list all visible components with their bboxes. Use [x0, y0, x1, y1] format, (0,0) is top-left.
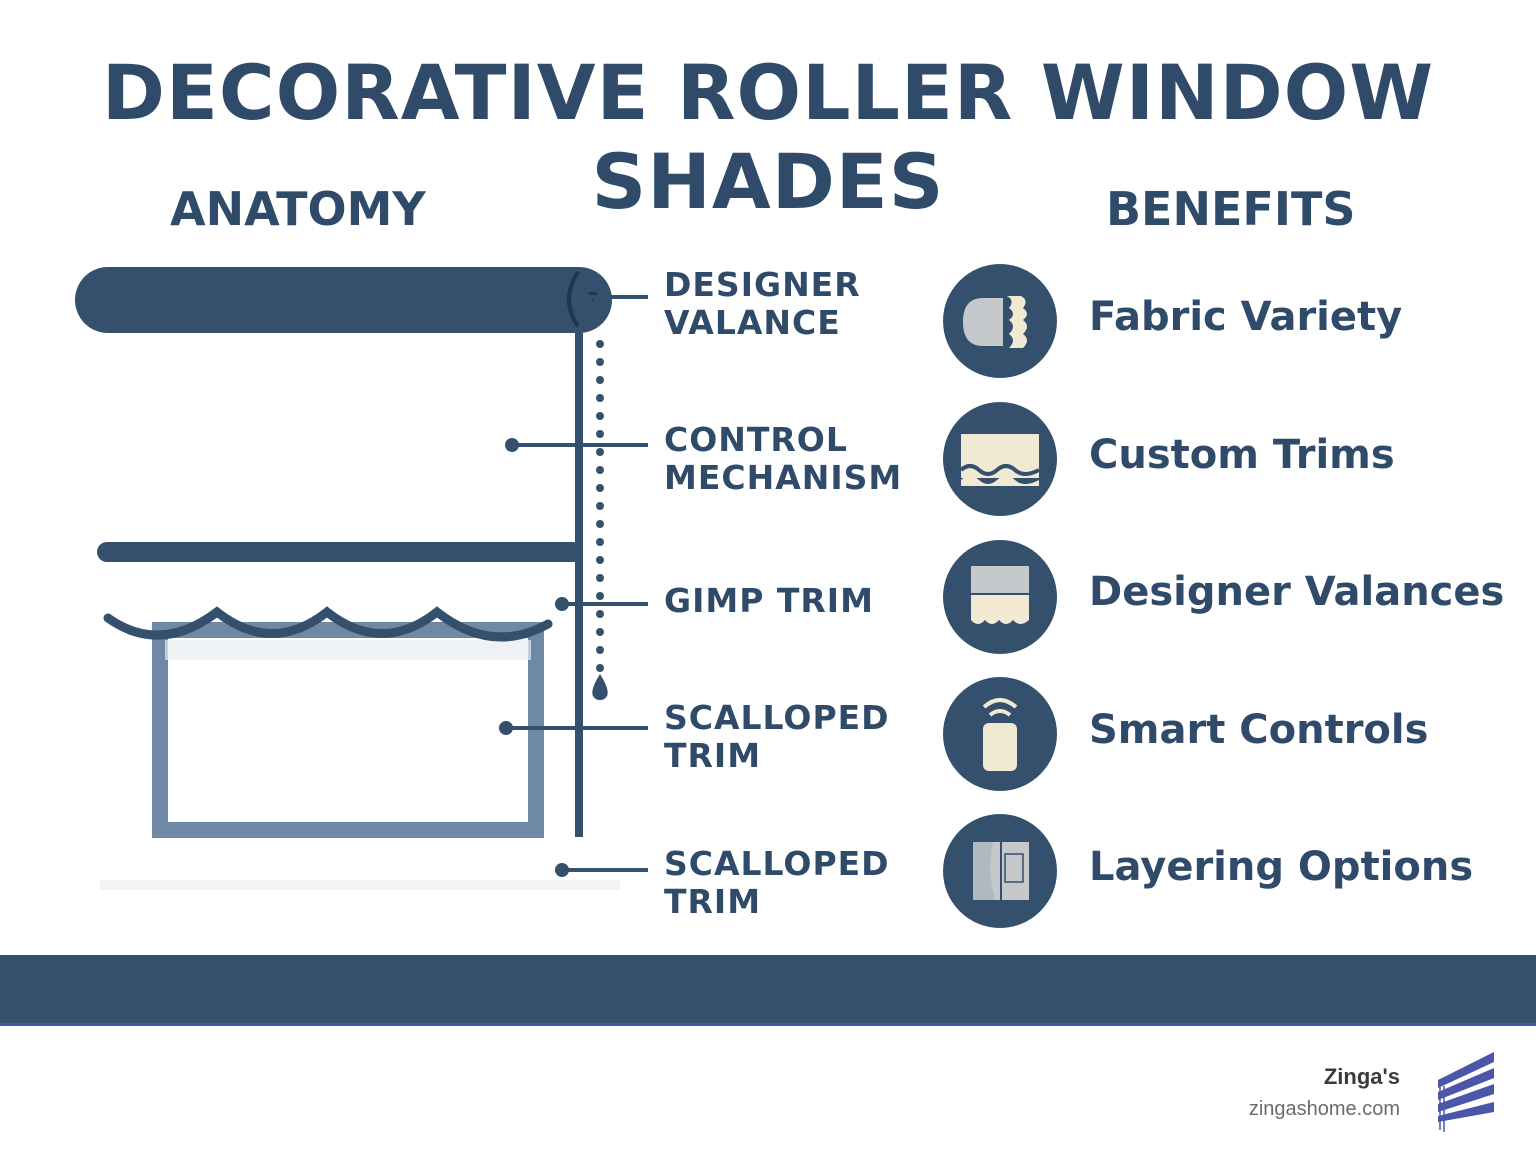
blinds-logo-icon [1438, 1052, 1494, 1132]
label-designer-valance: DESIGNER VALANCE [664, 265, 861, 342]
benefits-heading: BENEFITS [1106, 182, 1356, 236]
bead-chain [592, 340, 608, 701]
benefit-designer-valances: Designer Valances [1089, 569, 1505, 615]
roller-end-cap [567, 270, 580, 328]
label-control-mechanism: CONTROL MECHANISM [664, 420, 903, 497]
trim-icon [943, 402, 1057, 516]
smart-remote-icon [943, 677, 1057, 791]
valance-icon [943, 540, 1057, 654]
brand-url: zingashome.com [1248, 1098, 1400, 1120]
benefit-custom-trims: Custom Trims [1089, 432, 1395, 478]
roller-tube [75, 267, 612, 333]
page-title: DECORATIVE ROLLER WINDOW SHADES [101, 48, 1435, 226]
anatomy-heading: ANATOMY [170, 182, 426, 236]
footer-accent-line [0, 1023, 1536, 1026]
vertical-rod [575, 333, 583, 837]
brand-name: Zinga's [1323, 1064, 1400, 1089]
bottom-bar [97, 542, 583, 562]
label-scalloped-trim: SCALLOPED TRIM [664, 698, 890, 775]
fabric-swatch-icon [943, 264, 1057, 378]
benefit-fabric-variety: Fabric Variety [1089, 294, 1403, 340]
footer-band [0, 955, 1536, 1023]
label-scalloped-trim-2: SCALLOPED TRIM [664, 844, 890, 921]
scalloped-trim [103, 606, 553, 642]
benefit-layering-options: Layering Options [1089, 844, 1474, 890]
shade-anatomy-diagram [75, 267, 648, 890]
label-gimp-trim: GIMP TRIM [664, 581, 874, 620]
benefit-smart-controls: Smart Controls [1089, 707, 1429, 753]
layered-curtain-icon [943, 814, 1057, 928]
